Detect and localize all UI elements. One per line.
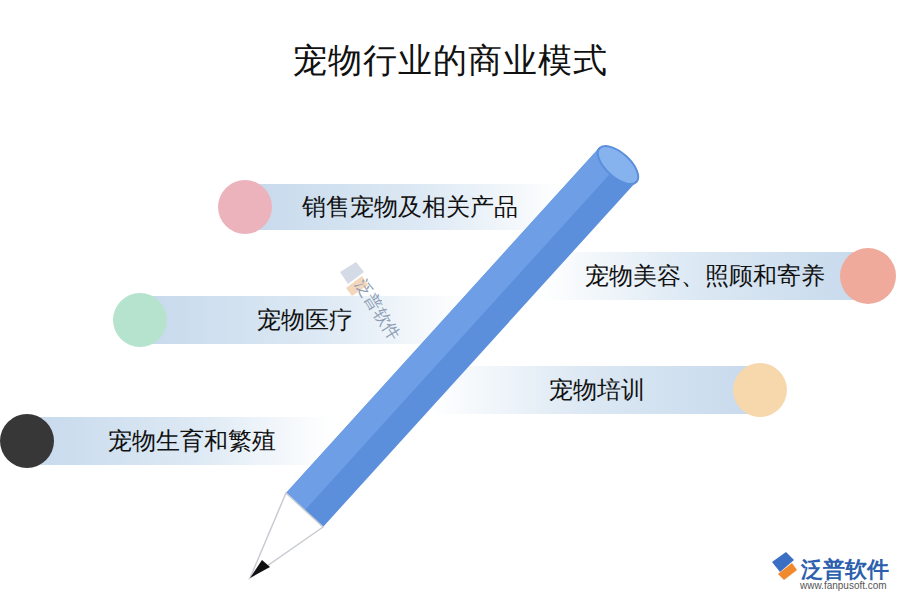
pencil-cap <box>591 139 644 190</box>
title: 宠物行业的商业模式 <box>0 38 900 84</box>
band-fill <box>430 366 760 414</box>
band-fill <box>540 252 868 300</box>
business-band: 销售宠物及相关产品 <box>294 184 526 230</box>
logo-text: www.fanpusoft.com <box>800 580 887 591</box>
pencil-body <box>286 148 636 527</box>
logo-icon <box>340 262 797 580</box>
business-band: 宠物医疗 <box>249 296 361 344</box>
bullet-circle <box>0 414 54 468</box>
band-text: 宠物生育和繁殖 <box>108 425 276 457</box>
bullet-circle <box>840 248 896 304</box>
pencil <box>250 139 645 578</box>
band-text: 宠物医疗 <box>257 304 353 336</box>
business-band: 宠物生育和繁殖 <box>100 417 284 465</box>
band-fill <box>27 417 332 465</box>
logo-shape <box>778 563 797 580</box>
bullet-circle <box>218 180 272 234</box>
band-text: 宠物培训 <box>549 374 645 406</box>
band-text: 宠物美容、照顾和寄养 <box>585 260 825 292</box>
business-band: 宠物美容、照顾和寄养 <box>577 252 833 300</box>
bullet-circle <box>113 293 167 347</box>
business-band: 宠物培训 <box>541 366 653 414</box>
band-fill <box>140 296 470 344</box>
band-text: 销售宠物及相关产品 <box>302 191 518 223</box>
pencil-wood <box>250 493 323 578</box>
pencil-lead <box>250 560 270 578</box>
bullet-circle <box>733 363 787 417</box>
band-fill <box>245 184 565 230</box>
